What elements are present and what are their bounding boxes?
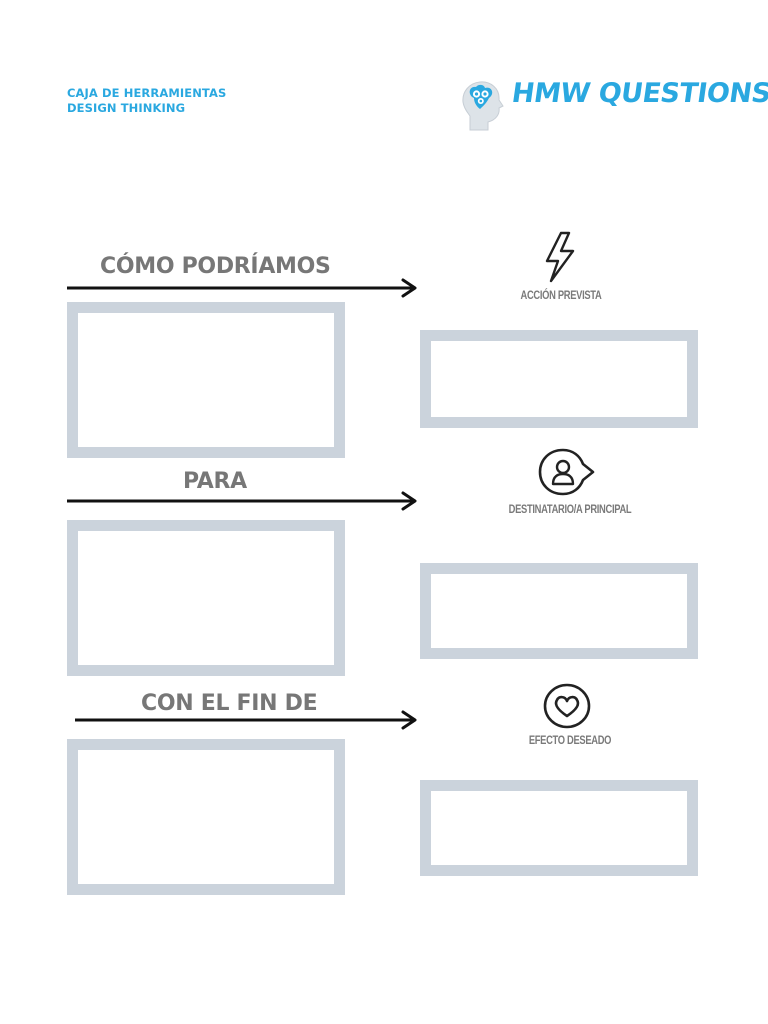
prompt-input-box-2[interactable]	[67, 520, 345, 676]
prompt-para: PARA	[183, 469, 247, 494]
lightning-icon	[545, 231, 575, 283]
section-label-efecto-deseado: EFECTO DESEADO	[528, 733, 612, 747]
section-label-destinatario-principal: DESTINATARIO/A PRINCIPAL	[508, 502, 632, 516]
prompt-input-box-3[interactable]	[67, 739, 345, 895]
user-icon	[538, 448, 595, 496]
toolkit-title-line1: CAJA DE HERRAMIENTAS	[67, 86, 227, 100]
heart-icon	[543, 683, 591, 729]
toolkit-title: CAJA DE HERRAMIENTAS DESIGN THINKING	[67, 86, 226, 116]
prompt-como-podriamos: CÓMO PODRÍAMOS	[100, 254, 331, 279]
arrow-right-icon	[75, 710, 417, 730]
head-with-gears-icon	[462, 81, 504, 131]
brand-title: HMW QUESTIONS	[509, 78, 768, 109]
arrow-right-icon	[67, 278, 417, 298]
toolkit-title-line2: DESIGN THINKING	[67, 101, 186, 115]
answer-input-box-2[interactable]	[420, 563, 698, 659]
prompt-input-box-1[interactable]	[67, 302, 345, 458]
arrow-right-icon	[67, 491, 417, 511]
answer-input-box-1[interactable]	[420, 330, 698, 428]
section-label-accion-prevista: ACCIÓN PREVISTA	[520, 288, 602, 302]
prompt-con-el-fin-de: CON EL FIN DE	[141, 691, 318, 716]
answer-input-box-3[interactable]	[420, 780, 698, 876]
